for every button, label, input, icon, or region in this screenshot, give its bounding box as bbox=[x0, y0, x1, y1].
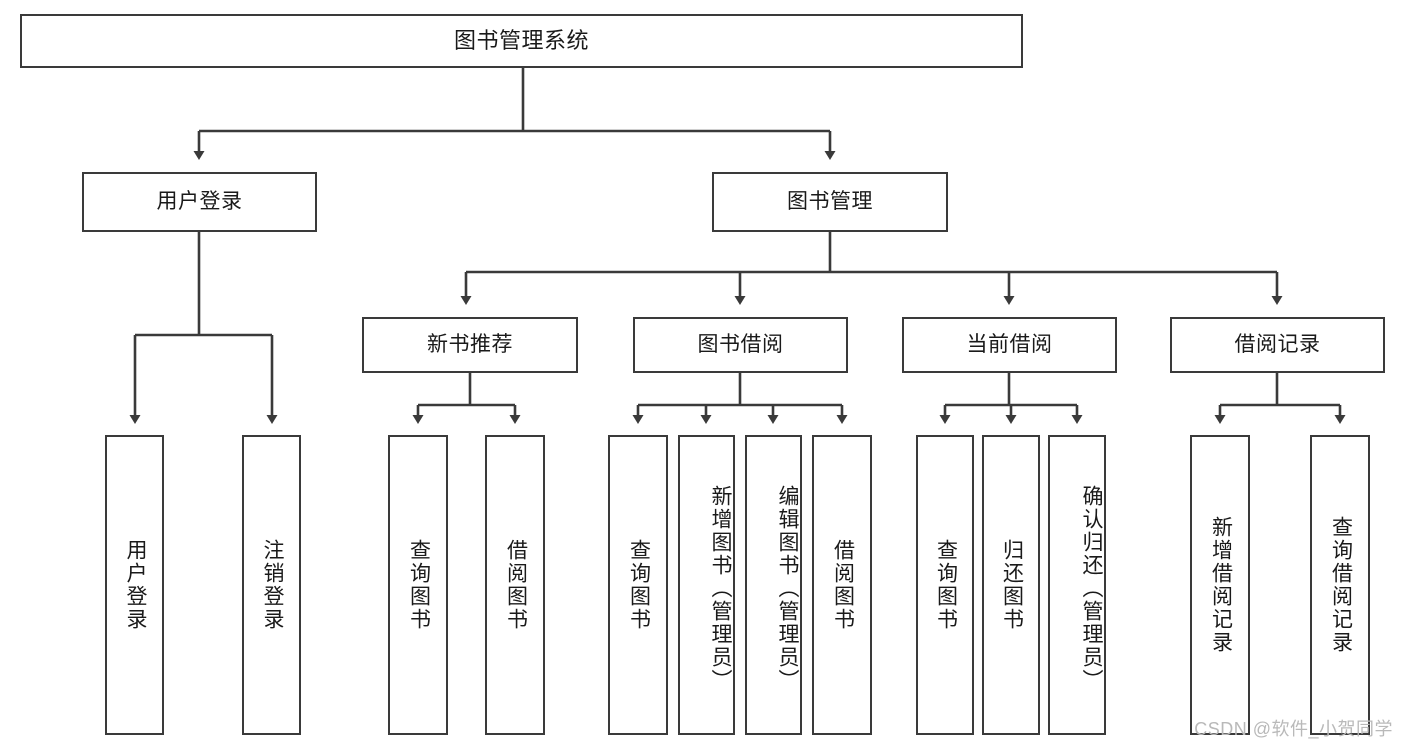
node-current-borrow[interactable]: 当前借阅 bbox=[902, 317, 1117, 373]
node-leaf-user-login[interactable]: 用户登录 bbox=[105, 435, 164, 735]
node-leaf-borrow-book-1[interactable]: 借阅图书 bbox=[485, 435, 545, 735]
node-root-system[interactable]: 图书管理系统 bbox=[20, 14, 1023, 68]
node-leaf-query-book-2[interactable]: 查询图书 bbox=[608, 435, 668, 735]
node-user-login[interactable]: 用户登录 bbox=[82, 172, 317, 232]
node-leaf-logout-login[interactable]: 注销登录 bbox=[242, 435, 301, 735]
node-leaf-return-book[interactable]: 归还图书 bbox=[982, 435, 1040, 735]
node-leaf-confirm-return[interactable]: 确认归还（管理员） bbox=[1048, 435, 1106, 735]
node-leaf-add-record[interactable]: 新增借阅记录 bbox=[1190, 435, 1250, 735]
node-new-book-recommend[interactable]: 新书推荐 bbox=[362, 317, 578, 373]
node-leaf-add-book[interactable]: 新增图书（管理员） bbox=[678, 435, 735, 735]
node-borrow-record[interactable]: 借阅记录 bbox=[1170, 317, 1385, 373]
node-leaf-borrow-book-2[interactable]: 借阅图书 bbox=[812, 435, 872, 735]
node-book-manage[interactable]: 图书管理 bbox=[712, 172, 948, 232]
node-leaf-query-book-1[interactable]: 查询图书 bbox=[388, 435, 448, 735]
node-leaf-edit-book[interactable]: 编辑图书（管理员） bbox=[745, 435, 802, 735]
node-leaf-query-record[interactable]: 查询借阅记录 bbox=[1310, 435, 1370, 735]
node-book-borrow[interactable]: 图书借阅 bbox=[633, 317, 848, 373]
node-leaf-query-book-3[interactable]: 查询图书 bbox=[916, 435, 974, 735]
